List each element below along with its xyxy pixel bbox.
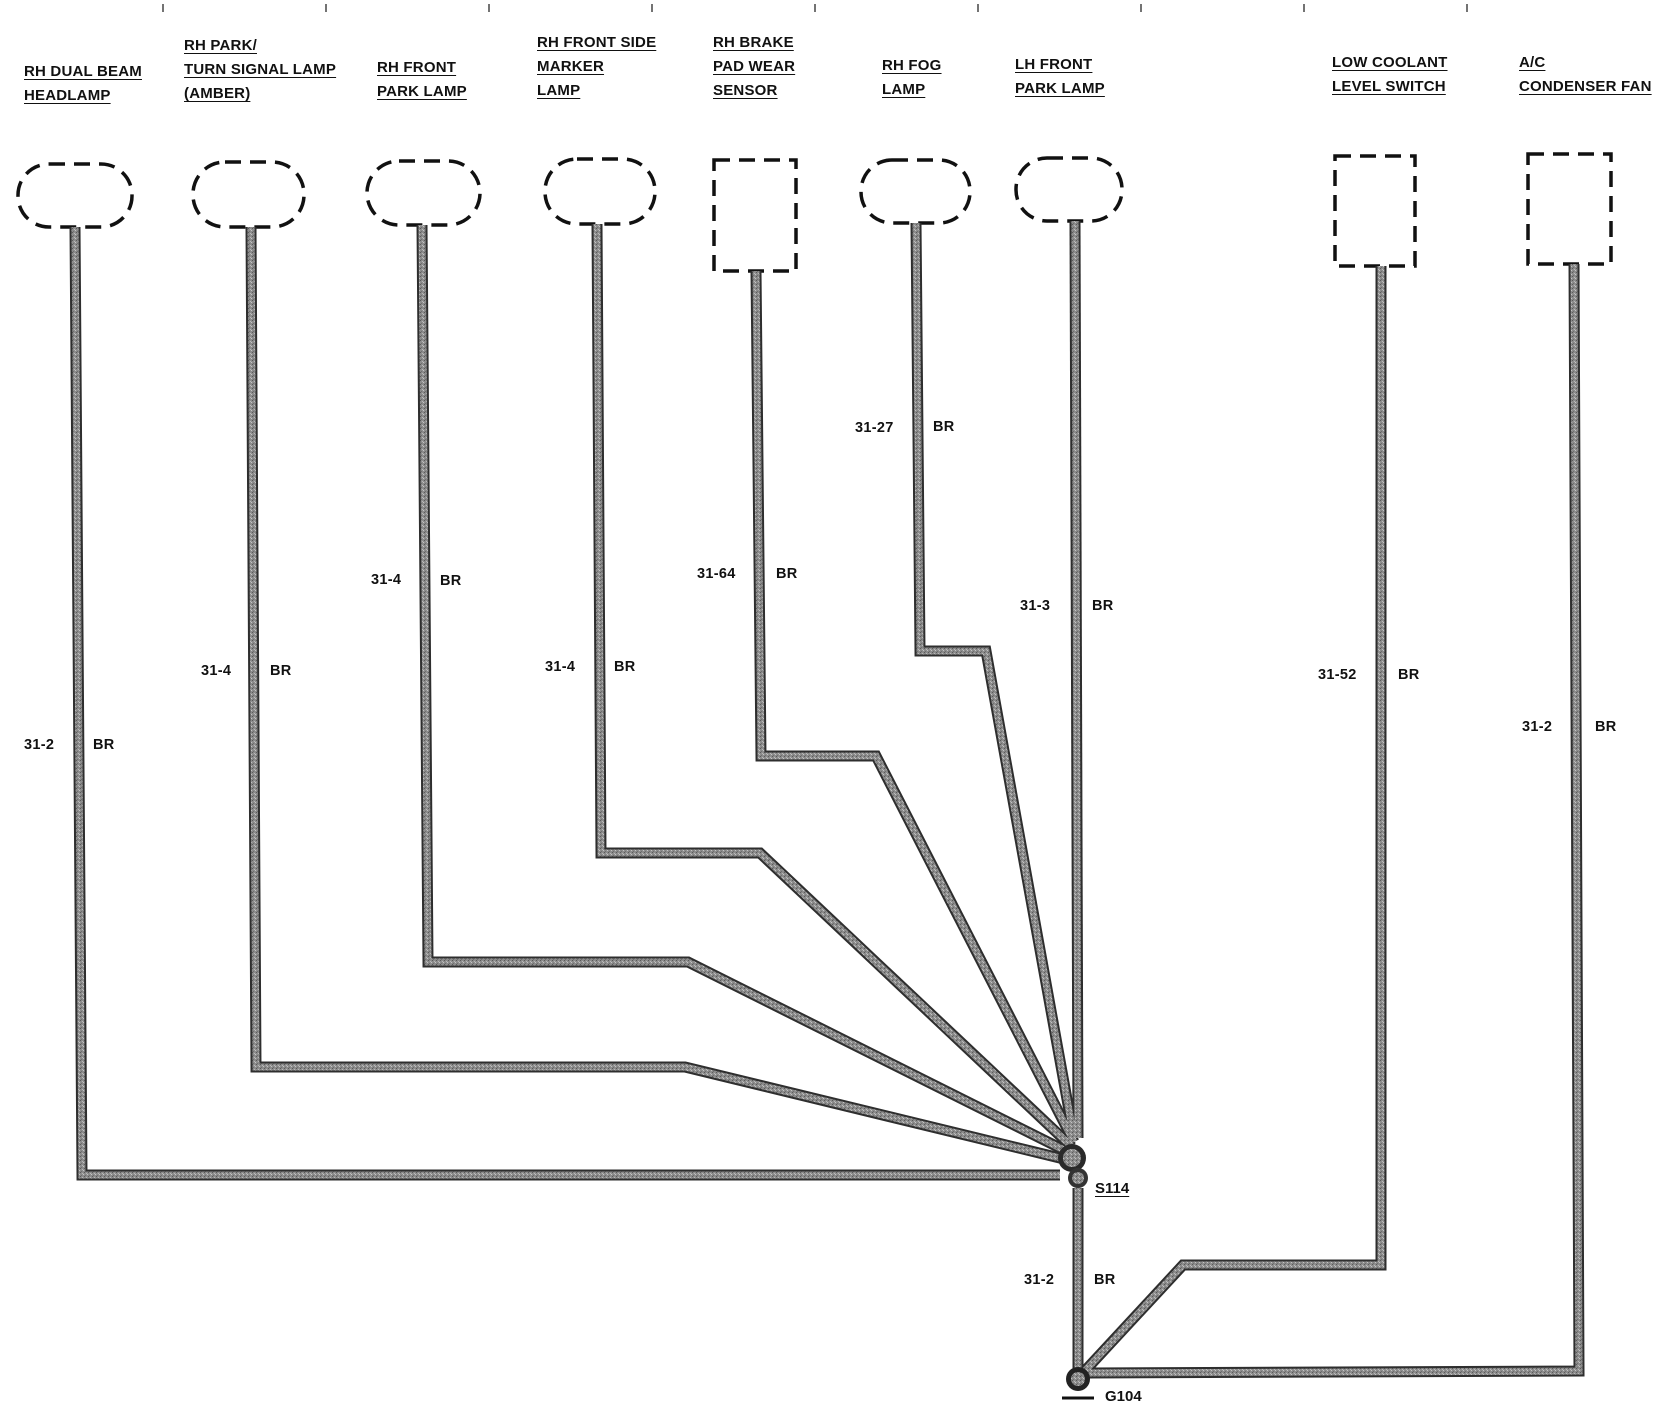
- wires: [71, 220, 1583, 1377]
- wire-label-coolant-circuit: 31-52: [1318, 667, 1357, 683]
- wire-label-fog-circuit: 31-27: [855, 420, 894, 436]
- wire-label-ground-trunk-color: BR: [1094, 1272, 1116, 1288]
- wire-label-ground-trunk-circuit: 31-2: [1024, 1272, 1055, 1288]
- wire-fog: [912, 222, 1078, 1139]
- wire-label-park-turn-color: BR: [270, 663, 292, 679]
- condenser-outline: [1526, 152, 1613, 266]
- brake-pad-outline: [712, 158, 798, 273]
- wire-condenser: [1087, 263, 1583, 1377]
- wire-label-lh-park-color: BR: [1092, 598, 1114, 614]
- wire-park-turn: [247, 226, 1069, 1164]
- wire-label-fog-color: BR: [933, 419, 955, 435]
- fog-outline: [859, 158, 972, 225]
- wire-label-front-park-color: BR: [440, 573, 462, 589]
- wire-label-headlamp-color: BR: [93, 737, 115, 753]
- ground-g104-symbol: [1062, 1367, 1094, 1400]
- wire-lh-park: [1071, 220, 1082, 1139]
- coolant-outline: [1333, 154, 1417, 268]
- wire-brake-pad: [752, 270, 1078, 1144]
- headlamp-outline: [16, 162, 134, 229]
- front-park-outline: [365, 159, 482, 227]
- wire-coolant: [1079, 266, 1385, 1377]
- wire-label-headlamp-circuit: 31-2: [24, 737, 55, 753]
- page-border-ticks: [162, 4, 1468, 12]
- wire-label-brake-pad-circuit: 31-64: [697, 566, 736, 582]
- wire-front-park: [418, 224, 1072, 1157]
- wire-headlamp: [71, 226, 1060, 1179]
- wire-label-park-turn-circuit: 31-4: [201, 663, 232, 679]
- wire-side-marker: [593, 223, 1075, 1150]
- wire-label-coolant-color: BR: [1398, 667, 1420, 683]
- wire-label-brake-pad-color: BR: [776, 566, 798, 582]
- lh-park-outline: [1014, 156, 1124, 223]
- wire-label-condenser-color: BR: [1595, 719, 1617, 735]
- wire-label-side-marker-circuit: 31-4: [545, 659, 576, 675]
- ground-g104-label: G104: [1105, 1388, 1142, 1405]
- wire-label-side-marker-color: BR: [614, 659, 636, 675]
- wire-label-condenser-circuit: 31-2: [1522, 719, 1553, 735]
- side-marker-outline: [543, 157, 657, 226]
- wire-label-front-park-circuit: 31-4: [371, 572, 402, 588]
- wire-edges: [69, 220, 1585, 1379]
- park-turn-outline: [191, 160, 306, 229]
- component-outlines: [16, 152, 1613, 273]
- splice-s114-label: S114: [1095, 1180, 1130, 1197]
- label-rh-park-turn-signal-lamp: RH PARK/TURN SIGNAL LAMP(AMBER): [184, 37, 337, 102]
- wire-label-lh-park-circuit: 31-3: [1020, 598, 1051, 614]
